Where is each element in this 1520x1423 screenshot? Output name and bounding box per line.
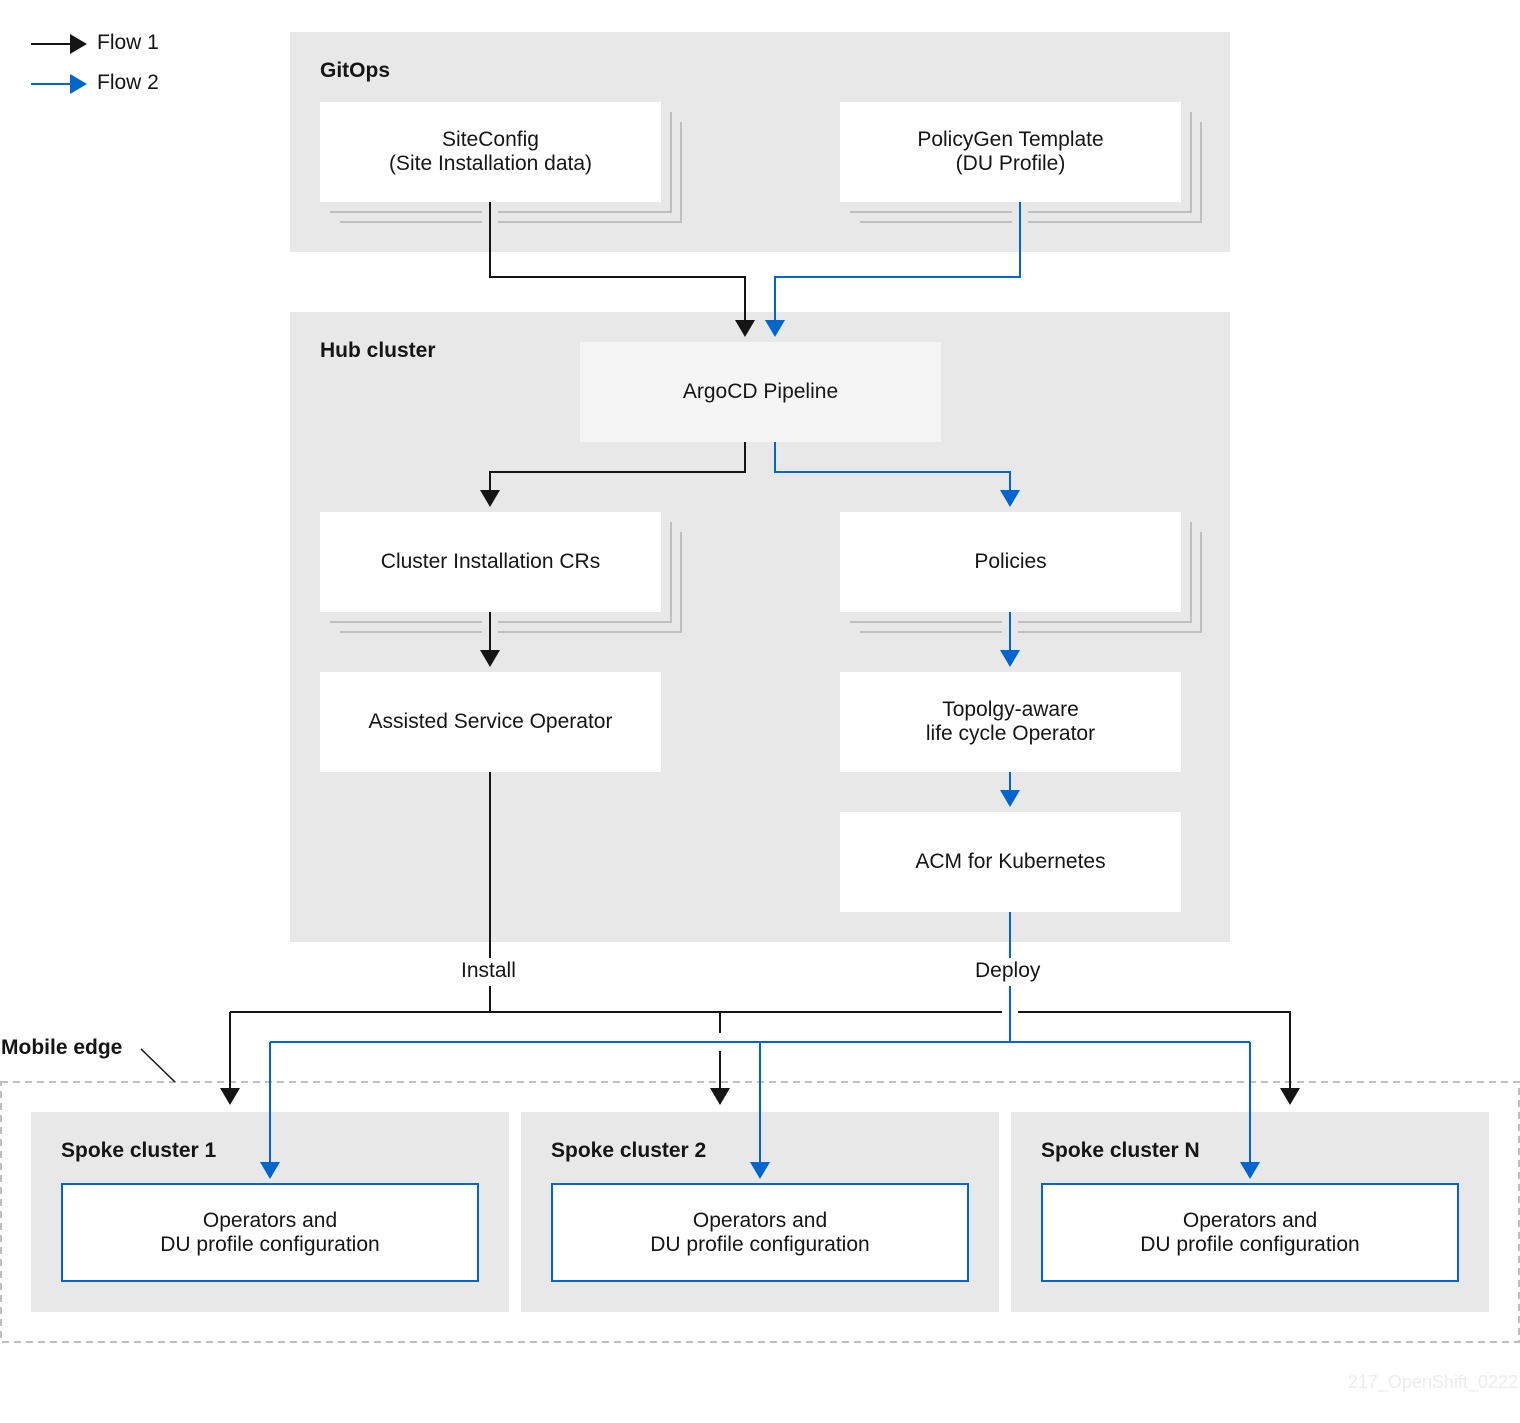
legend-flow2-label: Flow 2	[97, 71, 159, 94]
legend-flow2-arrow	[31, 74, 87, 94]
gitops-title: GitOps	[320, 59, 391, 82]
arrowhead-assisted	[480, 650, 500, 667]
argocd-pipeline-node: ArgoCD Pipeline	[580, 342, 941, 442]
flow2-connectors	[269, 202, 1251, 1166]
arrowhead-talo	[1000, 650, 1020, 667]
spoke1-config-line2: DU profile configuration	[160, 1232, 380, 1256]
edge-argocd-to-policies	[774, 442, 1011, 496]
policygen-subtitle: (DU Profile)	[955, 152, 1066, 175]
arrowhead-spoke2-flow2	[750, 1162, 770, 1179]
arrowhead-cluster-crs	[480, 490, 500, 507]
spoke2-config-line2: DU profile configuration	[650, 1232, 870, 1256]
legend-flow1-label: Flow 1	[97, 31, 159, 54]
edge-siteconfig-to-argocd	[489, 202, 746, 326]
topology-aware-operator-node: Topolgy-aware life cycle Operator	[840, 672, 1181, 772]
arrowhead-spoke2-flow1	[710, 1088, 730, 1105]
siteconfig-stack-lines	[330, 112, 682, 223]
arrowhead-spoke1-flow2	[260, 1162, 280, 1179]
policies-title: Policies	[974, 550, 1047, 573]
arrowhead-acm	[1000, 790, 1020, 807]
cluster-installation-crs-node: Cluster Installation CRs	[320, 512, 661, 612]
assisted-title: Assisted Service Operator	[368, 710, 613, 733]
siteconfig-subtitle: (Site Installation data)	[388, 152, 593, 175]
hub-cluster-title: Hub cluster	[320, 339, 436, 362]
spoke2-config-line1: Operators and	[692, 1208, 828, 1232]
policygen-template-node: PolicyGen Template (DU Profile)	[840, 102, 1181, 202]
spoke-cluster-2-title: Spoke cluster 2	[551, 1139, 707, 1162]
arrowhead-spokeN-flow2	[1240, 1162, 1260, 1179]
spoke-cluster-n-title: Spoke cluster N	[1041, 1139, 1200, 1162]
spoke2-config-node: Operators and DU profile configuration	[551, 1183, 969, 1282]
policygen-stack-lines	[850, 112, 1202, 223]
edge-argocd-to-cluster-crs	[489, 442, 746, 496]
argocd-title: ArgoCD Pipeline	[682, 380, 839, 403]
arrowhead-argocd-flow2	[765, 320, 785, 337]
flow1-arrowheads	[220, 320, 1300, 1105]
deploy-label: Deploy	[971, 959, 1045, 983]
policygen-title: PolicyGen Template	[917, 128, 1104, 151]
spoke1-config-line1: Operators and	[202, 1208, 338, 1232]
spokeN-config-line1: Operators and	[1182, 1208, 1318, 1232]
flow1-connectors	[229, 202, 1291, 1092]
cluster-crs-title: Cluster Installation CRs	[380, 550, 601, 573]
mobile-edge-pointer	[140, 1048, 176, 1083]
arrowhead-argocd-flow1	[735, 320, 755, 337]
arrowhead-spoke1-flow1	[220, 1088, 240, 1105]
arrowhead-policies	[1000, 490, 1020, 507]
spoke-cluster-1-title: Spoke cluster 1	[61, 1139, 217, 1162]
mobile-edge-title: Mobile edge	[1, 1036, 123, 1059]
assisted-service-operator-node: Assisted Service Operator	[320, 672, 661, 772]
acm-for-kubernetes-node: ACM for Kubernetes	[840, 812, 1181, 912]
policies-node: Policies	[840, 512, 1181, 612]
siteconfig-node: SiteConfig (Site Installation data)	[320, 102, 661, 202]
watermark: 217_OpenShift_0222	[1347, 1372, 1518, 1392]
flow2-arrowheads	[260, 320, 1260, 1179]
spokeN-config-line2: DU profile configuration	[1140, 1232, 1360, 1256]
arrowhead-spokeN-flow1	[1280, 1088, 1300, 1105]
spoke1-config-node: Operators and DU profile configuration	[61, 1183, 479, 1282]
edge-policygen-to-argocd	[774, 202, 1021, 326]
siteconfig-title: SiteConfig	[442, 128, 539, 151]
talo-line1: Topolgy-aware	[942, 698, 1079, 721]
cluster-crs-stack-lines	[330, 522, 682, 633]
edge-install-bus-right	[1018, 1011, 1291, 1092]
policies-stack-lines	[850, 522, 1202, 633]
acm-title: ACM for Kubernetes	[915, 850, 1106, 873]
legend-flow1-arrow	[31, 34, 87, 54]
install-label: Install	[457, 959, 520, 983]
talo-line2: life cycle Operator	[925, 722, 1096, 745]
spokeN-config-node: Operators and DU profile configuration	[1041, 1183, 1459, 1282]
